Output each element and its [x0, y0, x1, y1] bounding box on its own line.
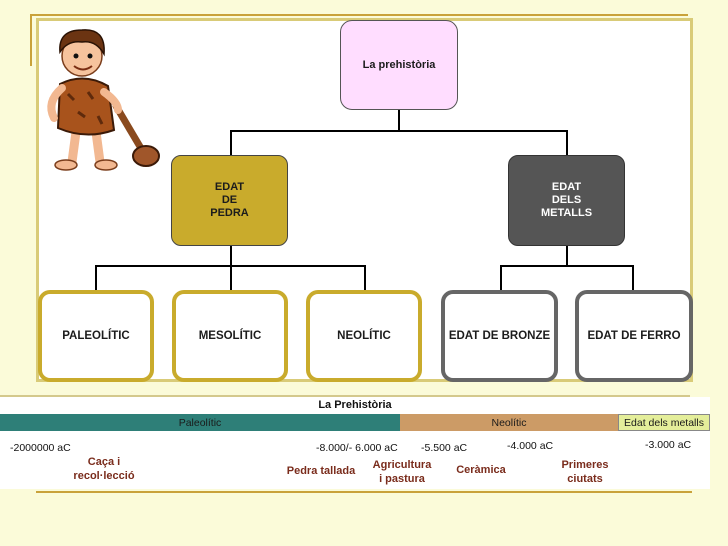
era-node-metal-age: EDAT DELS METALLS — [508, 155, 625, 246]
connector-to-metal — [566, 130, 568, 155]
period-node-label: MESOLÍTIC — [198, 329, 262, 342]
period-node-bronze-age: EDAT DE BRONZE — [441, 290, 558, 382]
connector-root-down — [398, 110, 400, 131]
period-node-label: EDAT DE BRONZE — [448, 329, 551, 342]
timeline-event: Caça i recol·lecció — [73, 456, 135, 482]
connector-neolitic — [364, 265, 366, 291]
prehistory-timeline: La Prehistòria Paleolític Neolític Edat … — [0, 397, 710, 489]
decorative-timeline-bottom-line — [36, 491, 692, 493]
connector-bronze — [500, 265, 502, 291]
period-node-mesolitic: MESOLÍTIC — [172, 290, 288, 382]
era-node-label: EDAT DE PEDRA — [210, 181, 249, 219]
root-node-prehistoria: La prehistòria — [340, 20, 458, 110]
timeline-band-metal-age: Edat dels metalls — [618, 414, 710, 431]
timeline-date: -2000000 aC — [10, 442, 71, 454]
timeline-event: Agricultura i pastura — [372, 459, 432, 485]
root-node-label: La prehistòria — [362, 58, 436, 71]
timeline-band-label: Edat dels metalls — [624, 416, 704, 429]
timeline-band-paleolitic: Paleolític — [0, 414, 400, 431]
period-node-neolitic: NEOLÍTIC — [306, 290, 422, 382]
timeline-event: Primeres ciutats — [561, 459, 609, 485]
connector-stone-down — [230, 246, 232, 266]
timeline-band-label: Paleolític — [178, 416, 222, 429]
connector-metal-down — [566, 246, 568, 266]
connector-to-stone — [230, 130, 232, 155]
timeline-date: -3.000 aC — [645, 439, 692, 451]
timeline-event: Ceràmica — [456, 464, 506, 476]
period-node-iron-age: EDAT DE FERRO — [575, 290, 693, 382]
timeline-title: La Prehistòria — [318, 399, 392, 411]
caveman-illustration — [47, 29, 160, 171]
timeline-band-label: Neolític — [491, 416, 527, 429]
period-node-paleolitic: PALEOLÍTIC — [38, 290, 154, 382]
period-node-label: PALEOLÍTIC — [62, 329, 130, 342]
era-node-stone-age: EDAT DE PEDRA — [171, 155, 288, 246]
connector-iron — [632, 265, 634, 291]
connector-mesolitic — [230, 265, 232, 291]
timeline-band-neolitic: Neolític — [400, 414, 618, 431]
period-node-label: EDAT DE FERRO — [587, 329, 681, 342]
connector-root-horizontal — [230, 130, 567, 132]
timeline-date: -5.500 aC — [421, 442, 468, 454]
decorative-left-line — [30, 14, 32, 66]
decorative-top-line — [30, 14, 688, 16]
decorative-timeline-top-line — [0, 395, 690, 397]
era-node-label: EDAT DELS METALLS — [540, 181, 593, 219]
timeline-date: -8.000/- 6.000 aC — [316, 442, 398, 454]
connector-metal-horizontal — [500, 265, 634, 267]
period-node-label: NEOLÍTIC — [337, 329, 391, 342]
connector-paleolitic — [95, 265, 97, 291]
timeline-date: -4.000 aC — [507, 440, 554, 452]
timeline-event: Pedra tallada — [286, 465, 356, 477]
